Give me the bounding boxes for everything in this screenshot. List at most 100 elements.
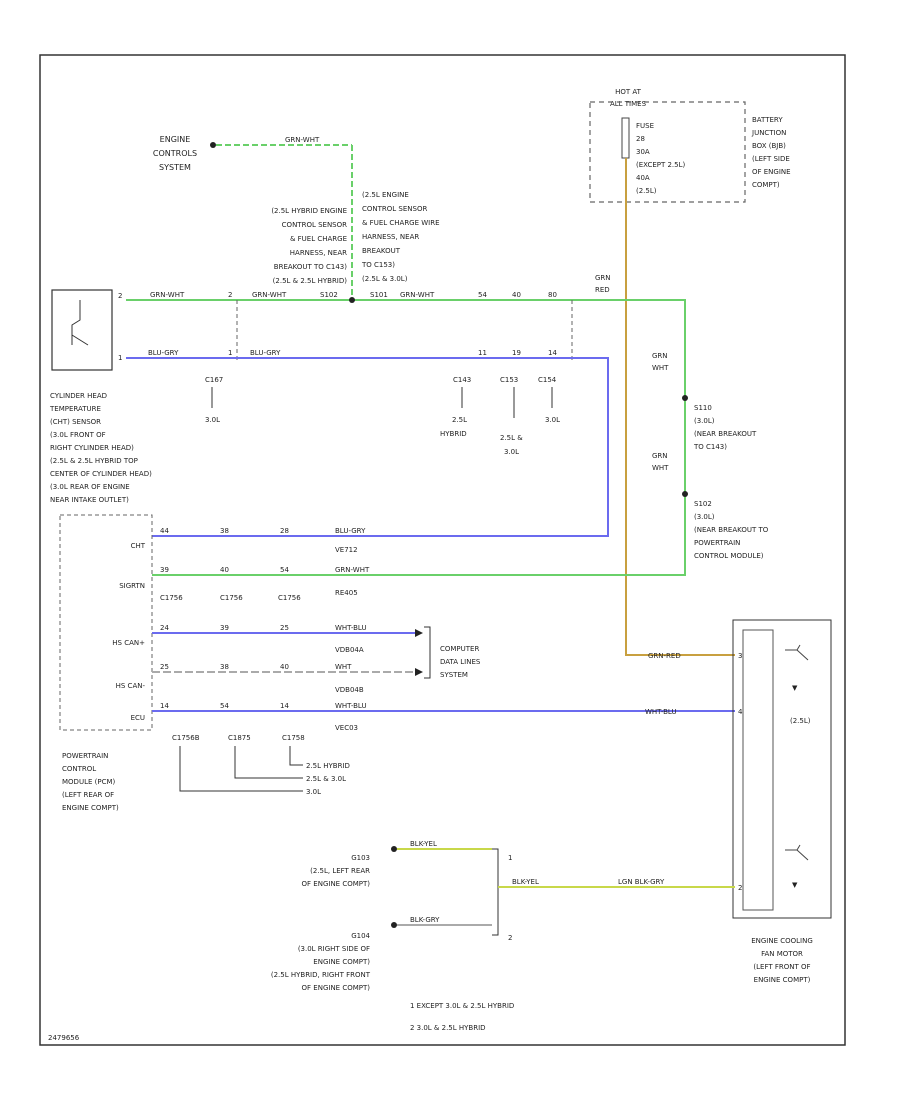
svg-text:COMPUTER: COMPUTER bbox=[440, 645, 479, 653]
pin-14: 14 bbox=[548, 349, 557, 357]
svg-text:HOT AT: HOT AT bbox=[615, 88, 642, 96]
svg-text:BATTERY: BATTERY bbox=[752, 116, 783, 124]
svg-text:CONTROL: CONTROL bbox=[62, 765, 96, 773]
splice-s110-label: S110 (3.0L) (NEAR BREAKOUT TO C143) bbox=[693, 404, 757, 451]
c154-variant: 3.0L bbox=[545, 416, 560, 424]
connector-c153: C153 bbox=[500, 376, 518, 384]
connector-c143: C143 bbox=[453, 376, 471, 384]
svg-text:OF ENGINE COMPT): OF ENGINE COMPT) bbox=[302, 984, 371, 992]
connector-c1756-b: C1756 bbox=[220, 594, 243, 602]
splice-s101-dot bbox=[349, 297, 355, 303]
svg-text:(NEAR BREAKOUT: (NEAR BREAKOUT bbox=[694, 430, 757, 438]
svg-text:(3.0L): (3.0L) bbox=[694, 417, 715, 425]
splice-s102-dot bbox=[682, 491, 688, 497]
wire-label-grn-red-fan: GRN-RED bbox=[648, 652, 681, 660]
svg-text:OF ENGINE: OF ENGINE bbox=[752, 168, 791, 176]
bjb-label: BATTERY JUNCTION BOX (BJB) (LEFT SIDE OF… bbox=[751, 116, 791, 189]
svg-text:CYLINDER HEAD: CYLINDER HEAD bbox=[50, 392, 107, 400]
bjb-box bbox=[589, 101, 746, 203]
pin-80-top: 80 bbox=[548, 291, 557, 299]
wire-label-wht-blu-2: WHT-BLU bbox=[335, 702, 367, 710]
ground-merge-bracket bbox=[492, 848, 499, 936]
connector-c1756b-bottom: C1756B bbox=[172, 734, 200, 742]
svg-text:(LEFT FRONT OF: (LEFT FRONT OF bbox=[753, 963, 810, 971]
svg-text:GRN: GRN bbox=[652, 452, 668, 460]
variant-lead-1 bbox=[289, 746, 303, 766]
fan-pin-4: 4 bbox=[738, 708, 743, 716]
c143-variant-2: HYBRID bbox=[440, 430, 467, 438]
fan-relay-symbol-2 bbox=[785, 844, 809, 861]
svg-text:ENGINE COMPT): ENGINE COMPT) bbox=[313, 958, 370, 966]
fan-motor-symbol-2: ▼ bbox=[792, 881, 798, 889]
splice-s102: S102 bbox=[320, 291, 338, 299]
svg-text:TEMPERATURE: TEMPERATURE bbox=[49, 405, 101, 413]
variant-lead-2 bbox=[234, 746, 303, 779]
pin-54-b: 54 bbox=[280, 566, 289, 574]
pin-38-a: 38 bbox=[220, 527, 229, 535]
svg-text:(2.5L & 3.0L): (2.5L & 3.0L) bbox=[362, 275, 408, 283]
fan-pin-2: 2 bbox=[738, 884, 742, 892]
svg-text:HARNESS, NEAR: HARNESS, NEAR bbox=[362, 233, 419, 241]
wire-label-blu-gry-2: BLU-GRY bbox=[250, 349, 281, 357]
svg-text:G103: G103 bbox=[351, 854, 370, 862]
c143-variant-1: 2.5L bbox=[452, 416, 467, 424]
wire-label-lgn-blk-gry: LGN BLK-GRY bbox=[618, 878, 665, 886]
circuit-vec03: VEC03 bbox=[335, 724, 358, 732]
pin-40-top: 40 bbox=[512, 291, 521, 299]
svg-text:GRN: GRN bbox=[652, 352, 668, 360]
svg-text:CONTROL MODULE): CONTROL MODULE) bbox=[694, 552, 764, 560]
svg-text:COMPT): COMPT) bbox=[752, 181, 780, 189]
pin-2-s: 2 bbox=[228, 291, 232, 299]
hscan-minus-arrow bbox=[415, 668, 423, 676]
splice-s102-label: S102 (3.0L) (NEAR BREAKOUT TO POWERTRAIN… bbox=[694, 500, 769, 560]
connector-c1758-bottom: C1758 bbox=[282, 734, 305, 742]
fan-motor-inner-box bbox=[742, 629, 774, 911]
svg-text:2.5L HYBRID: 2.5L HYBRID bbox=[306, 762, 350, 770]
grn-wht-vertical-label-2: GRN WHT bbox=[652, 452, 669, 472]
splice-s101: S101 bbox=[370, 291, 388, 299]
fuse-28-symbol bbox=[621, 117, 630, 159]
svg-text:BREAKOUT TO C143): BREAKOUT TO C143) bbox=[274, 263, 347, 271]
pin-28-a: 28 bbox=[280, 527, 289, 535]
ground-note-1: 1 bbox=[508, 854, 512, 862]
wire-label-blu-gry-pcm: BLU-GRY bbox=[335, 527, 366, 535]
connector-c1875-bottom: C1875 bbox=[228, 734, 251, 742]
svg-text:MODULE (PCM): MODULE (PCM) bbox=[62, 778, 115, 786]
svg-text:40A: 40A bbox=[636, 174, 650, 182]
grn-wht-vertical-label-1: GRN WHT bbox=[652, 352, 669, 372]
engine-controls-terminal bbox=[210, 142, 216, 148]
ground-g103-label: G103 (2.5L, LEFT REAR OF ENGINE COMPT) bbox=[302, 854, 371, 888]
splice-s110-dot bbox=[682, 395, 688, 401]
pin-24: 24 bbox=[160, 624, 169, 632]
svg-text:RED: RED bbox=[595, 286, 610, 294]
footnote-1: 1 EXCEPT 3.0L & 2.5L HYBRID bbox=[410, 1002, 514, 1010]
computer-data-label: COMPUTER DATA LINES SYSTEM bbox=[440, 645, 481, 679]
engine-controls-label: ENGINE CONTROLS SYSTEM bbox=[153, 135, 197, 172]
svg-text:(LEFT SIDE: (LEFT SIDE bbox=[752, 155, 790, 163]
hybrid-harness-note: (2.5L HYBRID ENGINE CONTROL SENSOR & FUE… bbox=[271, 207, 347, 285]
svg-text:SYSTEM: SYSTEM bbox=[440, 671, 468, 679]
cht-sensor-pin-2: 2 bbox=[118, 292, 122, 300]
pin-38-b: 38 bbox=[220, 663, 229, 671]
svg-text:G104: G104 bbox=[351, 932, 370, 940]
svg-text:DATA LINES: DATA LINES bbox=[440, 658, 481, 666]
pcm-pin-hscan-plus: HS CAN+ bbox=[112, 639, 145, 647]
pcm-pin-sigrtn: SIGRTN bbox=[119, 582, 145, 590]
svg-text:CONTROL SENSOR: CONTROL SENSOR bbox=[282, 221, 347, 229]
svg-text:2.5L & 3.0L: 2.5L & 3.0L bbox=[306, 775, 346, 783]
svg-text:JUNCTION: JUNCTION bbox=[751, 129, 786, 137]
svg-text:(2.5L ENGINE: (2.5L ENGINE bbox=[362, 191, 409, 199]
fuse-28-label: FUSE 28 30A (EXCEPT 2.5L) 40A (2.5L) bbox=[636, 122, 686, 195]
wire-label-blk-yel-1: BLK-YEL bbox=[410, 840, 437, 848]
svg-text:(2.5L, LEFT REAR: (2.5L, LEFT REAR bbox=[310, 867, 370, 875]
pin-44-a: 44 bbox=[160, 527, 169, 535]
pcm-pin-hscan-minus: HS CAN- bbox=[116, 682, 146, 690]
svg-text:POWERTRAIN: POWERTRAIN bbox=[62, 752, 108, 760]
wire-label-grn-wht-2: GRN-WHT bbox=[252, 291, 287, 299]
svg-text:SYSTEM: SYSTEM bbox=[159, 163, 191, 172]
svg-text:(2.5L): (2.5L) bbox=[636, 187, 657, 195]
wire-label-blk-yel-2: BLK-YEL bbox=[512, 878, 539, 886]
svg-text:& FUEL CHARGE WIRE: & FUEL CHARGE WIRE bbox=[362, 219, 440, 227]
fan-motor-label: ENGINE COOLING FAN MOTOR (LEFT FRONT OF … bbox=[751, 937, 813, 984]
